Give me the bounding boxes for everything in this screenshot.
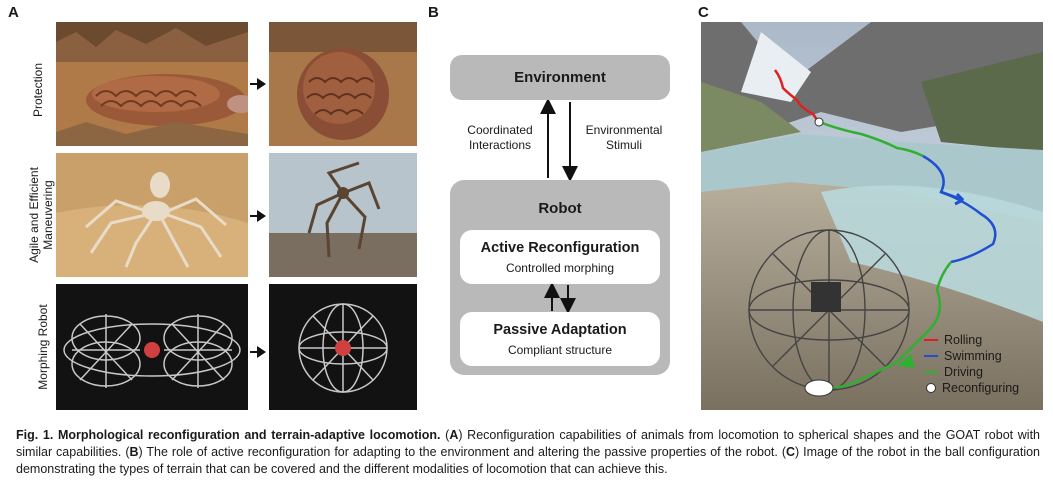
legend-item-reconfiguring: Reconfiguring <box>924 380 1042 396</box>
environmental-line1: Environmental <box>585 123 663 137</box>
caption-title: Fig. 1. Morphological reconfiguration an… <box>16 428 441 442</box>
rolling-path <box>773 69 820 123</box>
spider-walking-photo <box>56 153 248 277</box>
legend-item-driving: Driving <box>924 364 1042 380</box>
arrow-row3-shaft <box>250 351 258 353</box>
legend-swatch-reconfiguring <box>926 383 936 393</box>
row-label-agile: Agile and Efficient Maneuvering <box>27 145 57 285</box>
reconfiguring-marker-bottom <box>804 379 834 397</box>
arrow-row1-head <box>257 78 266 90</box>
legend-item-swimming: Swimming <box>924 348 1042 364</box>
figure-caption: Fig. 1. Morphological reconfiguration an… <box>16 428 1041 476</box>
robot-label: Robot <box>538 200 582 217</box>
passive-adaptation-box: Passive Adaptation Compliant structure <box>460 312 660 366</box>
legend-label-reconfiguring: Reconfiguring <box>942 381 1020 395</box>
legend-swatch-driving <box>924 371 938 373</box>
driving-direction-arrow <box>897 354 915 368</box>
caption-part-c: Image of the robot in the ball configura… <box>16 445 1040 476</box>
caption-part-a: Reconfiguration capabilities of animals … <box>16 428 1041 459</box>
arrow-row2-shaft <box>250 215 258 217</box>
environment-box: Environment <box>450 55 670 100</box>
legend-label-rolling: Rolling <box>944 333 983 347</box>
coordinated-line2: Interactions <box>468 138 532 152</box>
robot-flat-photo <box>56 284 248 410</box>
driving-path-upper <box>818 120 924 158</box>
locomotion-path <box>773 69 997 397</box>
legend-item-rolling: Rolling <box>924 332 1042 348</box>
pangolin-ball-photo <box>269 22 417 146</box>
robot-box: Robot Active Reconfiguration Controlled … <box>450 180 670 375</box>
environment-label: Environment <box>514 69 606 86</box>
caption-part-a-letter: A <box>449 428 459 442</box>
swimming-path <box>922 154 997 264</box>
passive-adaptation-sub: Compliant structure <box>507 343 613 357</box>
arrow-row3-head <box>257 346 266 358</box>
panel-b-letter: B <box>428 4 439 21</box>
panel-a-letter: A <box>8 4 19 21</box>
legend-swatch-rolling <box>924 339 938 341</box>
caption-part-b-letter: B <box>129 445 139 459</box>
caption-part-c-letter: C <box>786 445 796 459</box>
active-reconfiguration-title: Active Reconfiguration <box>480 240 640 256</box>
legend-label-driving: Driving <box>944 365 983 379</box>
pangolin-walking-photo <box>56 22 248 146</box>
row-label-agile-line2: Maneuvering <box>41 180 55 250</box>
terrain-photo <box>701 22 1043 410</box>
legend: Rolling Swimming Driving Reconfiguring <box>924 332 1042 396</box>
coordinated-line1: Coordinated <box>467 123 533 137</box>
row-label-protection: Protection <box>31 62 45 118</box>
row-label-agile-line1: Agile and Efficient <box>27 167 41 263</box>
env-robot-arrows <box>540 100 578 180</box>
row-label-morphing-robot: Morphing Robot <box>36 304 50 390</box>
coordinated-interactions-text: Coordinated Interactions <box>452 123 548 153</box>
active-reconfiguration-box: Active Reconfiguration Controlled morphi… <box>460 230 660 284</box>
panel-c-letter: C <box>698 4 709 21</box>
legend-label-swimming: Swimming <box>944 349 1002 363</box>
active-passive-arrows <box>544 284 576 312</box>
arrow-row1-shaft <box>250 83 258 85</box>
environmental-line2: Stimuli <box>605 138 642 152</box>
arrow-row2-head <box>257 210 266 222</box>
spider-wheeling-photo <box>269 153 417 277</box>
reconfiguring-marker-top <box>814 117 824 127</box>
driving-path-lower <box>826 261 952 390</box>
swimming-direction-arrow <box>940 190 965 206</box>
passive-adaptation-title: Passive Adaptation <box>493 322 627 338</box>
legend-swatch-swimming <box>924 355 938 357</box>
active-reconfiguration-sub: Controlled morphing <box>505 261 615 275</box>
robot-ball-photo <box>269 284 417 410</box>
environmental-stimuli-text: Environmental Stimuli <box>572 123 676 153</box>
caption-part-b: The role of active reconfiguration for a… <box>146 445 778 459</box>
